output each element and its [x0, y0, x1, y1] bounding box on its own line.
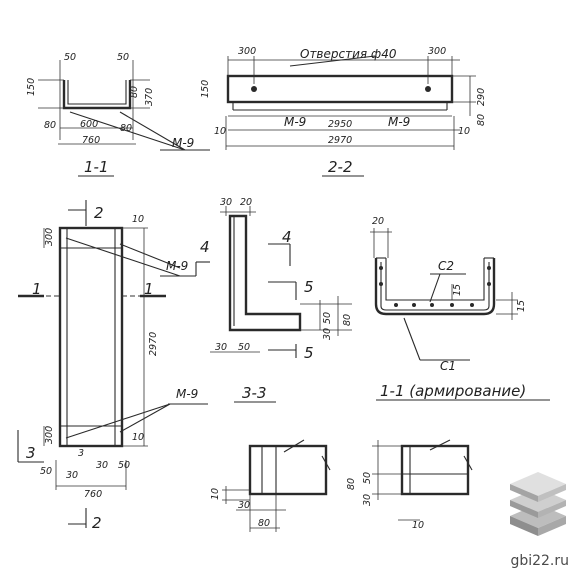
detail-view-4: 10 30 80: [210, 439, 331, 532]
plan-dim-10-top: 10: [132, 214, 144, 225]
detail-view-5: 80 50 30 10: [346, 439, 473, 531]
v2-mark-m9-right: M-9: [388, 115, 410, 129]
v2-dim-300-right: 300: [428, 46, 446, 57]
rebar-dot: [487, 282, 491, 286]
plan-dim-3: 3: [78, 448, 84, 459]
v3-title: 3-3: [242, 384, 267, 402]
rebar-dot: [450, 303, 454, 307]
rebar-dot: [430, 303, 434, 307]
v2-dim-2950: 2950: [328, 119, 352, 130]
plan-dim-30-right: 30: [96, 460, 108, 471]
v2-dim-80: 80: [476, 114, 487, 126]
v1-title: 1-1: [84, 158, 109, 176]
plan-mark-m9-top: M-9: [166, 259, 188, 273]
section-3-3: 30 20 4 5 5 30 50 80 50 30 3-3: [210, 197, 353, 403]
v3-dim-30: 30: [215, 342, 227, 353]
plan-cut-4: 4: [200, 238, 210, 256]
plan-dim-2970: 2970: [148, 332, 159, 356]
rebar-dim-15-inner: 15: [452, 284, 463, 296]
v3-dim-30-top: 30: [220, 197, 232, 208]
v1-dim-760: 760: [82, 135, 100, 146]
rebar-title: 1-1 (армирование): [380, 382, 526, 400]
v1-dim-150: 150: [26, 78, 37, 96]
v2-dim-290: 290: [476, 88, 487, 106]
plan-dim-50-left: 50: [40, 466, 52, 477]
v1-dim-50-left: 50: [64, 52, 76, 63]
rebar-dot: [379, 282, 383, 286]
section-2-2: 300 300 Отверстия ф40 150 290 80 10 10 M…: [200, 46, 487, 177]
hole-left: [251, 86, 257, 92]
rebar-dot: [470, 303, 474, 307]
v2-dim-300-left: 300: [238, 46, 256, 57]
plan-mark-m9-bottom: M-9: [176, 387, 198, 401]
plan-dim-30-left: 30: [66, 470, 78, 481]
rebar-dim-20: 20: [372, 216, 384, 227]
v3-dim-50: 50: [238, 342, 250, 353]
v2-dim-150: 150: [200, 80, 211, 98]
v1-dim-80-right: 80: [129, 86, 140, 98]
v5-dim-10: 10: [412, 520, 424, 531]
v2-dim-10-right: 10: [458, 126, 470, 137]
v3-dim-50-right: 50: [322, 312, 333, 324]
v3-cut-5-top: 5: [304, 278, 314, 296]
plan-cut-2-bottom: 2: [92, 514, 102, 532]
v5-dim-80: 80: [346, 478, 357, 490]
rebar-label-c1: C1: [440, 359, 456, 373]
v4-dim-80: 80: [258, 518, 270, 529]
v2-mark-m9-left: M-9: [284, 115, 306, 129]
plan-dim-300-top: 300: [44, 228, 55, 246]
watermark-text[interactable]: gbi22.ru: [510, 553, 569, 569]
section-1-1: 50 50 150 370 80 80 600 80 760 M-9 1-1: [26, 52, 210, 177]
v3-dim-80: 80: [342, 314, 353, 326]
rebar-dot: [394, 303, 398, 307]
plan-dim-760: 760: [84, 489, 102, 500]
rebar-dim-15-outer: 15: [516, 300, 527, 312]
v5-dim-30: 30: [362, 494, 373, 506]
v4-dim-30: 30: [238, 500, 250, 511]
v1-dim-600: 600: [80, 119, 98, 130]
v1-dim-50-right: 50: [117, 52, 129, 63]
plan-cut-1-left: 1: [32, 280, 42, 298]
plan-cut-1-right: 1: [144, 280, 154, 298]
v2-dim-2970: 2970: [328, 135, 352, 146]
rebar-dot: [379, 266, 383, 270]
plan-cut-3: 3: [26, 444, 36, 462]
v2-dim-10-left: 10: [214, 126, 226, 137]
v1-dim-370: 370: [144, 88, 155, 106]
plan-dim-300-bottom: 300: [44, 426, 55, 444]
rebar-dot: [412, 303, 416, 307]
plan-cut-2-top: 2: [94, 204, 104, 222]
v1-dim-80-bottom: 80: [120, 123, 132, 134]
hole-right: [425, 86, 431, 92]
site-logo-icon: [510, 472, 566, 536]
plan-dim-50-right: 50: [118, 460, 130, 471]
plan-view: 1 1 2 2 4 3 300 10 2970 300 10 50 30 30 …: [17, 200, 210, 532]
v5-dim-50: 50: [362, 472, 373, 484]
rebar-dot: [487, 266, 491, 270]
v3-cut-5-bottom: 5: [304, 344, 314, 362]
v2-title: 2-2: [328, 158, 353, 176]
v1-dim-80-left: 80: [44, 120, 56, 131]
section-reinforcement: 20 C2 15 15 C1 1-1 (армирование): [370, 216, 550, 401]
rebar-label-c2: C2: [438, 259, 454, 273]
v3-cut-4: 4: [282, 228, 292, 246]
plan-dim-10-bottom: 10: [132, 432, 144, 443]
v3-dim-20-top: 20: [240, 197, 252, 208]
v4-dim-10: 10: [210, 488, 221, 500]
v1-mark-m9: M-9: [172, 136, 194, 150]
v2-hole-note: Отверстия ф40: [300, 47, 397, 61]
v3-dim-30-right: 30: [322, 328, 333, 340]
